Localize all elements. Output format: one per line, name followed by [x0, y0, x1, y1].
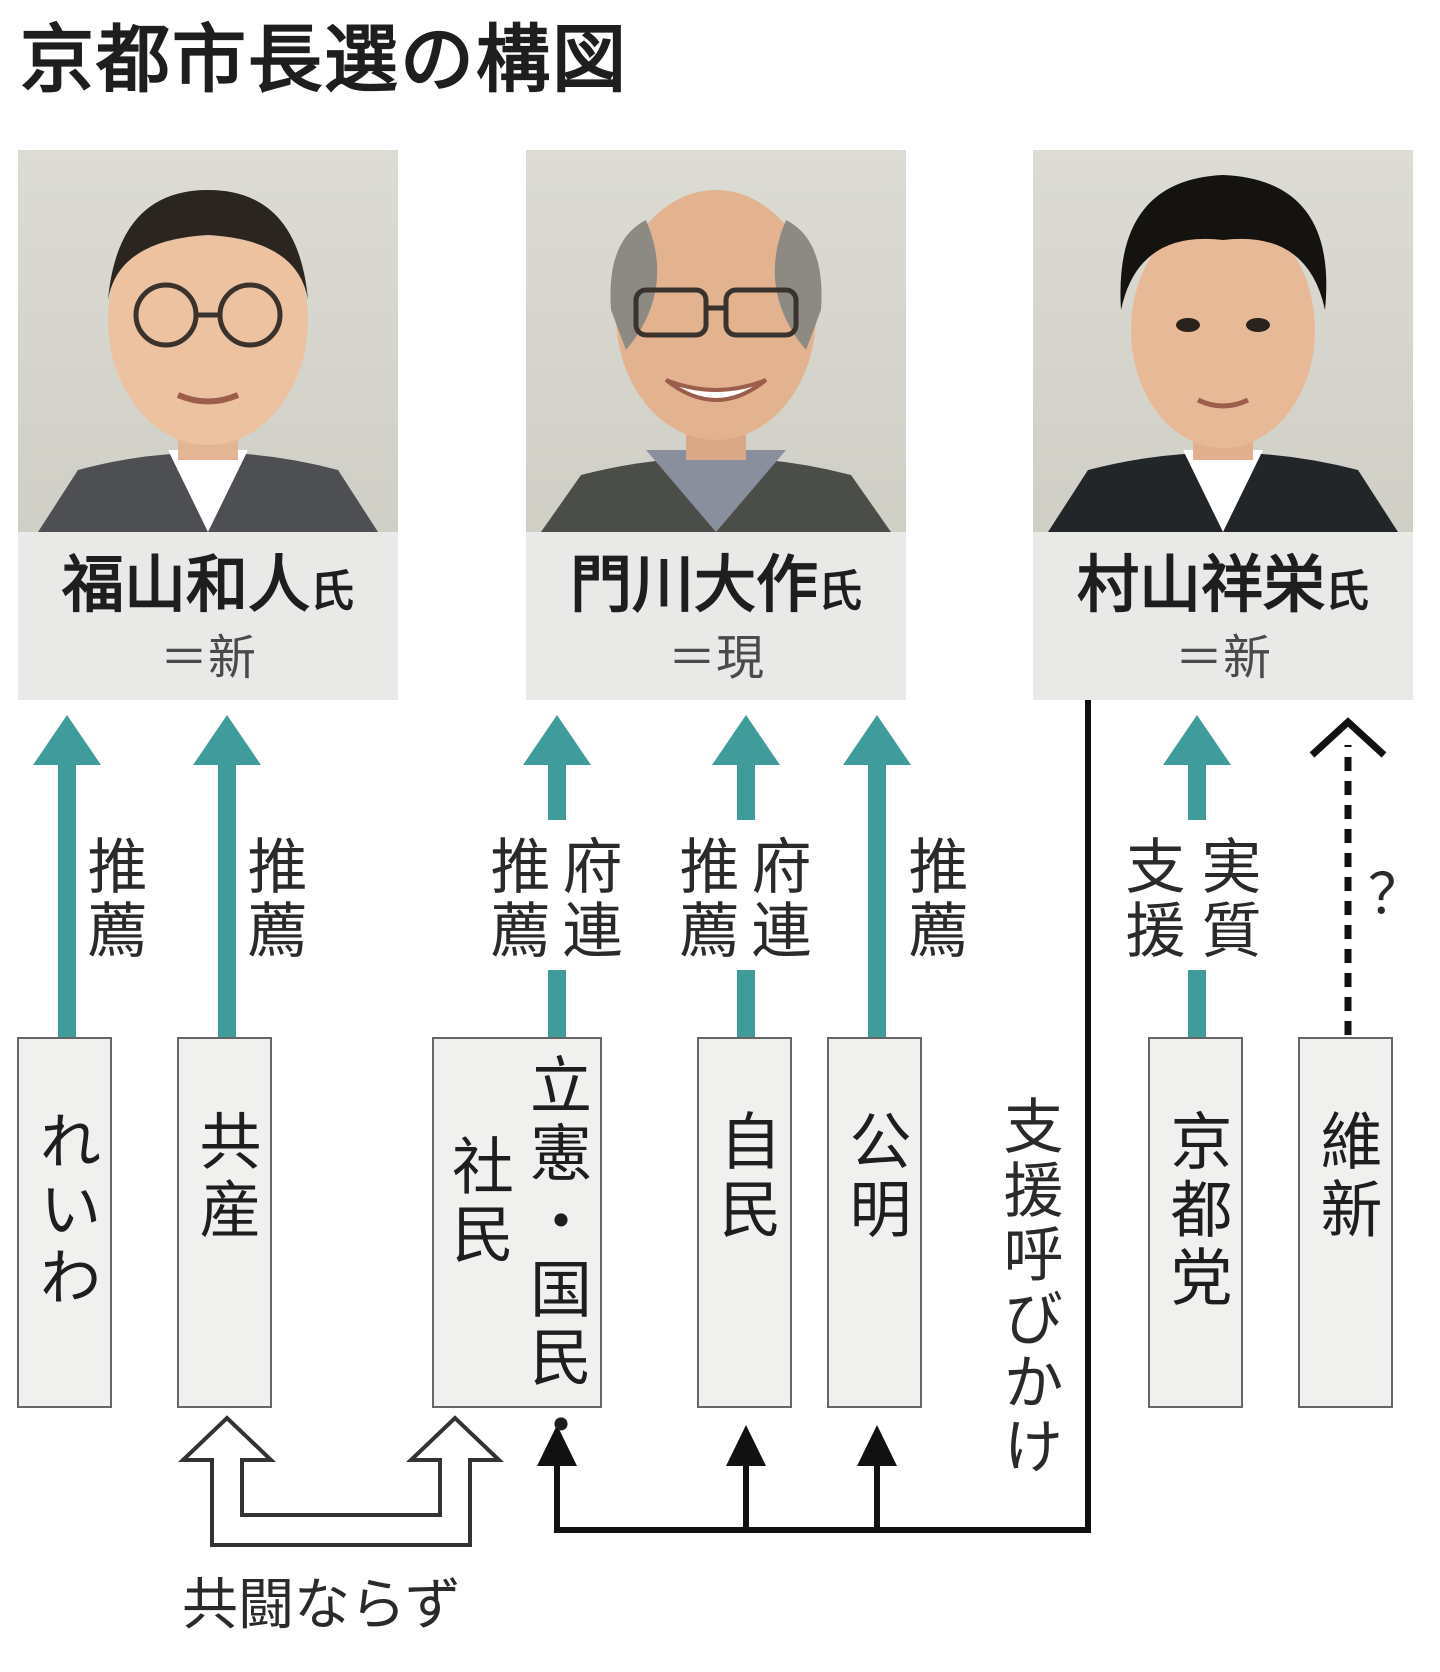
party-name: 公明: [838, 1109, 912, 1245]
candidate-card-fukuyama: 福山和人氏 ＝新: [18, 150, 398, 700]
label-defacto-kyototo: 実質: [1191, 835, 1261, 963]
party-name-shamin: 社民: [441, 1134, 514, 1270]
label-no-joint-struggle: 共闘ならず: [182, 1573, 461, 1638]
candidate-status: ＝新: [159, 630, 256, 686]
honorific-suffix: 氏: [818, 566, 862, 617]
candidate-card-kadokawa: 門川大作氏 ＝現: [526, 150, 906, 700]
party-name-rikken-kokumin: 立憲・国民・: [519, 1053, 592, 1461]
party-box-reiwa: れいわ: [17, 1037, 112, 1408]
diagram-title: 京都市長選の構図: [20, 17, 628, 103]
support-call-line: [554, 700, 1091, 1533]
support-call-arrowheads: [537, 1425, 897, 1466]
label-recommend-jimin: 推薦: [669, 835, 739, 963]
party-name: 共産: [188, 1109, 262, 1245]
label-federation-rikken: 府連: [552, 835, 622, 963]
label-call-for-support: 支援呼びかけ: [993, 1095, 1063, 1479]
portrait-photo-kadokawa: [526, 150, 906, 532]
party-box-kyosan: 共産: [177, 1037, 272, 1408]
candidate-name: 村山祥栄氏: [1076, 548, 1369, 621]
party-name: 自民: [708, 1109, 782, 1245]
party-box-komei: 公明: [827, 1037, 922, 1408]
party-box-kyototo: 京都党: [1148, 1037, 1243, 1408]
candidate-name: 門川大作氏: [569, 548, 862, 621]
label-recommend-reiwa: 推薦: [77, 835, 147, 963]
portrait-photo-fukuyama: [18, 150, 398, 532]
party-box-rikken-kokumin-shamin: 立憲・国民・ 社民: [432, 1037, 602, 1461]
label-support-kyototo: 支援: [1115, 835, 1185, 963]
candidate-name: 福山和人氏: [61, 548, 354, 621]
candidate-status: ＝現: [667, 630, 764, 686]
candidate-status: ＝新: [1174, 630, 1271, 686]
label-unknown: ？: [1368, 863, 1424, 928]
label-federation-jimin: 府連: [741, 835, 811, 963]
recommend-arrows: [33, 715, 1231, 1038]
party-name: れいわ: [28, 1109, 102, 1313]
party-name: 京都党: [1159, 1109, 1233, 1313]
party-box-ishin: 維新: [1298, 1037, 1393, 1408]
no-joint-struggle-bracket: [178, 1415, 504, 1547]
honorific-suffix: 氏: [310, 566, 354, 617]
party-box-jimin: 自民: [697, 1037, 792, 1408]
uncertain-arrow: [1309, 717, 1387, 1035]
portrait-photo-murayama: [1033, 150, 1413, 532]
party-name: 維新: [1309, 1109, 1383, 1245]
label-recommend-komei: 推薦: [898, 835, 968, 963]
label-recommend-rikken: 推薦: [480, 835, 550, 963]
label-recommend-kyosan: 推薦: [237, 835, 307, 963]
candidate-card-murayama: 村山祥栄氏 ＝新: [1033, 150, 1413, 700]
honorific-suffix: 氏: [1325, 566, 1369, 617]
